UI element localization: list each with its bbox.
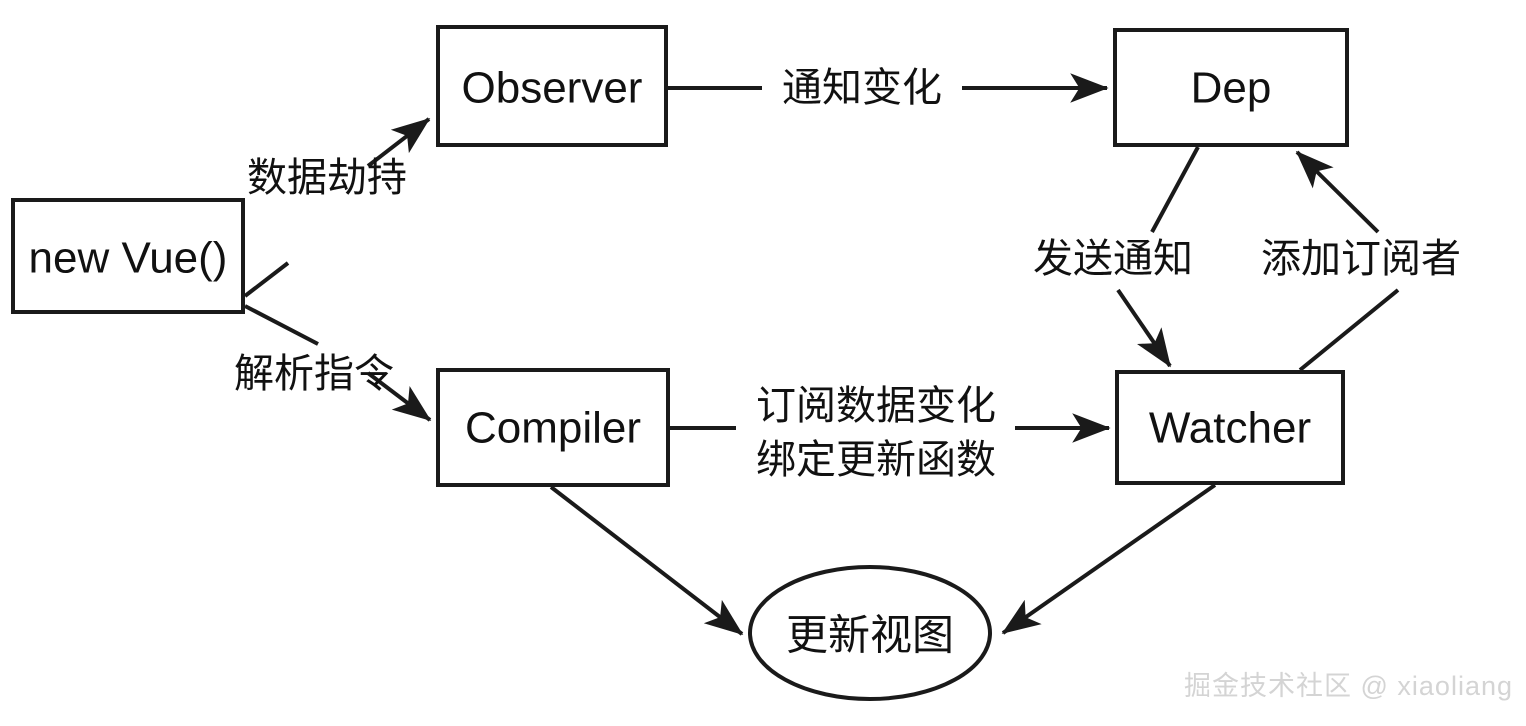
edge-label-subscribe-data-change: 订阅数据变化 bbox=[756, 384, 996, 428]
edge-new-vue-observer bbox=[243, 117, 431, 298]
edge-watcher-view bbox=[1001, 483, 1217, 635]
edge-label-send-notification: 发送通知 bbox=[1033, 237, 1193, 281]
edge-compiler-view bbox=[549, 485, 744, 636]
edge-dep-watcher bbox=[1116, 146, 1200, 368]
edge-new-vue-compiler bbox=[244, 304, 432, 422]
node-view-label: 更新视图 bbox=[786, 612, 954, 659]
edge-label-notify-change: 通知变化 bbox=[782, 66, 942, 110]
node-observer-label: Observer bbox=[462, 64, 643, 113]
node-watcher[interactable]: Watcher bbox=[1115, 370, 1345, 485]
edge-label-bind-update-function: 绑定更新函数 bbox=[756, 438, 996, 482]
node-new-vue-label: new Vue() bbox=[29, 234, 228, 283]
node-dep-label: Dep bbox=[1191, 64, 1272, 113]
node-new-vue[interactable]: new Vue() bbox=[11, 198, 245, 314]
watermark: 掘金技术社区 @ xiaoliang bbox=[1184, 671, 1513, 701]
node-compiler-label: Compiler bbox=[465, 404, 641, 453]
node-view[interactable]: 更新视图 bbox=[748, 565, 992, 701]
node-compiler[interactable]: Compiler bbox=[436, 368, 670, 487]
edge-label-data-hijack: 数据劫持 bbox=[247, 156, 407, 200]
edge-label-parse-directive: 解析指令 bbox=[234, 352, 394, 396]
node-observer[interactable]: Observer bbox=[436, 25, 668, 147]
node-dep[interactable]: Dep bbox=[1113, 28, 1349, 147]
edge-watcher-dep bbox=[1295, 150, 1400, 372]
edge-label-add-subscriber: 添加订阅者 bbox=[1261, 237, 1461, 281]
node-watcher-label: Watcher bbox=[1149, 404, 1311, 453]
